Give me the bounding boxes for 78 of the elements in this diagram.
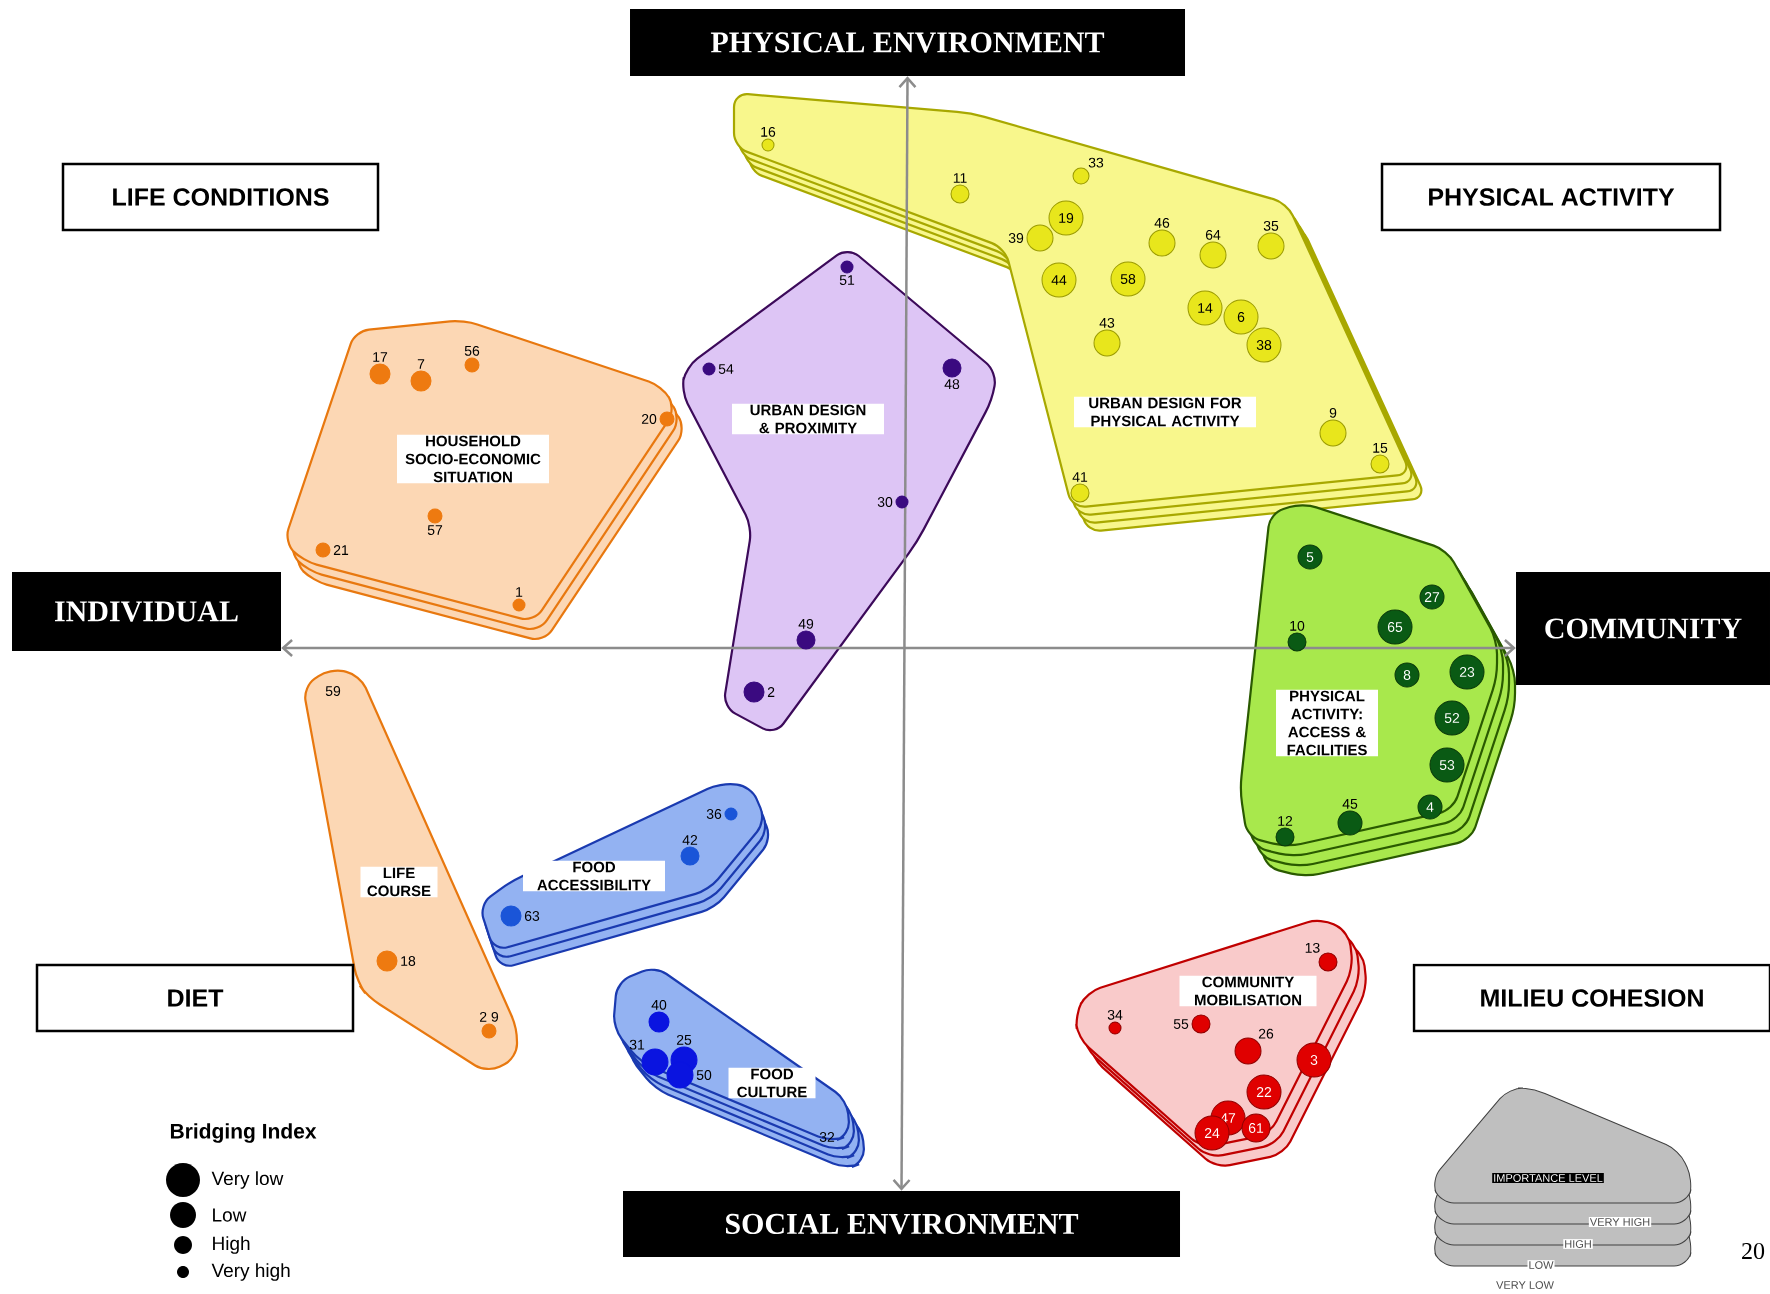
data-point: 27 [1419, 584, 1445, 610]
point-number: 20 [641, 414, 657, 424]
heading-box: INDIVIDUAL [12, 572, 281, 651]
point-number: 1 [516, 587, 523, 597]
point-number: 21 [333, 545, 349, 555]
data-point: 58 [1110, 261, 1146, 297]
point-number: 15 [1373, 443, 1388, 453]
point-number: 16 [761, 126, 776, 137]
data-point: 3 [1296, 1042, 1332, 1078]
axis-arrow [281, 639, 1516, 657]
point-number: 9 [1329, 407, 1337, 418]
point-number: 2 [767, 687, 775, 697]
point-number: 31 [629, 1039, 645, 1050]
data-point: 5 [1297, 544, 1323, 570]
point-number: 17 [373, 352, 388, 362]
data-point: 19 [1048, 200, 1084, 236]
point-number: 26 [1258, 1028, 1274, 1039]
point-number: 45 [1342, 799, 1358, 809]
point-number: 33 [1088, 157, 1104, 168]
point-number: 43 [1099, 317, 1115, 328]
legend-item: Very high [177, 1263, 290, 1281]
point-number: 13 [1305, 942, 1320, 953]
data-point: 53 [1429, 747, 1465, 783]
heading-box: DIET [35, 963, 355, 1033]
point-number: 2 9 [480, 1011, 499, 1022]
legend-title: Bridging Index [170, 1123, 317, 1143]
point-number: 10 [1290, 620, 1305, 631]
point-number: 34 [1107, 1009, 1123, 1020]
data-point: 61 [1241, 1113, 1271, 1143]
point-number: 46 [1154, 217, 1170, 228]
point-number: 59 [325, 686, 341, 696]
data-point: 44 [1041, 262, 1077, 298]
point-number: 49 [798, 618, 814, 629]
data-point: 4 [1417, 794, 1443, 820]
point-number: 41 [1072, 472, 1088, 482]
heading-box: MILIEU COHESION [1412, 963, 1770, 1033]
legend-item: Low [170, 1202, 247, 1228]
point-number: 42 [682, 835, 698, 845]
heading-box: LIFE CONDITIONS [61, 162, 380, 232]
point-number: 36 [706, 809, 722, 819]
data-point: 38 [1246, 327, 1282, 363]
data-point: 65 [1377, 609, 1413, 645]
point-number: 54 [718, 364, 734, 374]
point-number: 64 [1205, 229, 1221, 240]
point-number: 7 [417, 359, 425, 369]
data-point: 6 [1223, 299, 1259, 335]
importance-level-key: IMPORTANCE LEVEL VERY HIGH HIGH LOW VERY LOW [1434, 1087, 1692, 1290]
data-point: 23 [1449, 654, 1485, 690]
heading-box: PHYSICAL ENVIRONMENT [630, 9, 1185, 76]
heading-box: SOCIAL ENVIRONMENT [623, 1191, 1180, 1257]
point-number: 25 [676, 1034, 692, 1045]
page-number: 20 [1742, 1242, 1765, 1260]
point-number: 57 [427, 525, 443, 535]
point-number: 50 [696, 1070, 712, 1080]
point-number: 39 [1008, 233, 1024, 243]
axis-arrow [892, 76, 917, 1191]
point-number: 18 [401, 956, 416, 966]
point-number: 30 [877, 497, 893, 507]
point-number: 56 [464, 345, 480, 356]
legend-item: Very low [166, 1163, 284, 1197]
data-point: 14 [1187, 290, 1223, 326]
heading-box: COMMUNITY [1516, 572, 1770, 685]
point-number: 12 [1278, 816, 1293, 826]
point-number: 32 [819, 1132, 835, 1142]
point-number: 35 [1263, 220, 1279, 231]
point-number: 11 [953, 173, 967, 183]
node-label: VERY LOW [1496, 1281, 1554, 1289]
data-point: 22 [1246, 1074, 1282, 1110]
data-point: 52 [1434, 700, 1470, 736]
data-point: 8 [1394, 662, 1420, 688]
heading-box: PHYSICAL ACTIVITY [1380, 162, 1722, 232]
point-number: 40 [651, 999, 667, 1010]
legend-item: High [174, 1236, 250, 1254]
node-label: LOW [1529, 1261, 1554, 1269]
point-number: 55 [1173, 1019, 1189, 1029]
point-number: 48 [944, 379, 960, 390]
point-number: 63 [524, 911, 540, 921]
point-number: 51 [839, 275, 855, 285]
